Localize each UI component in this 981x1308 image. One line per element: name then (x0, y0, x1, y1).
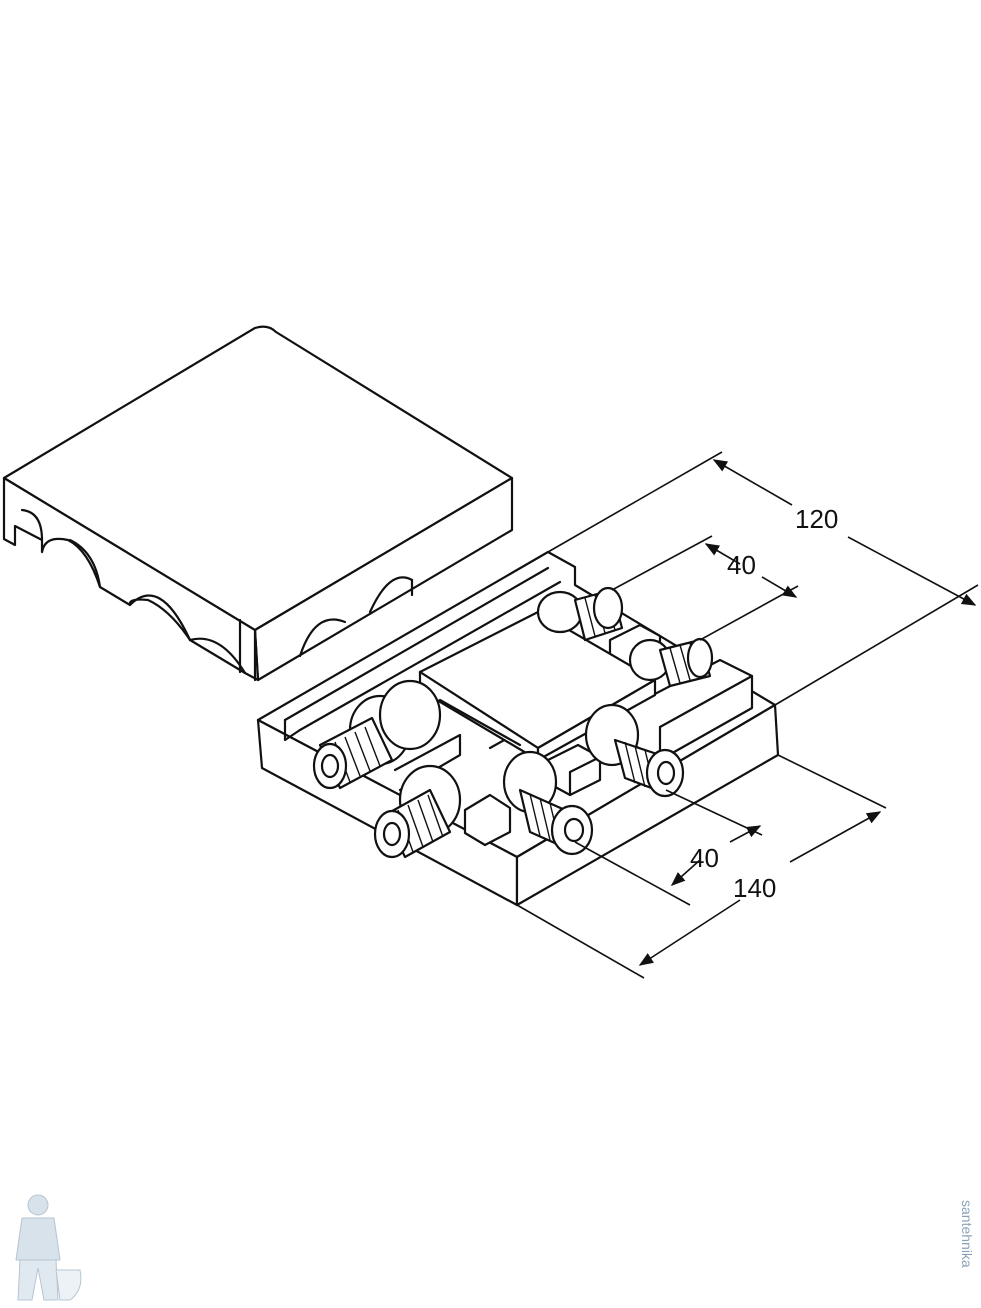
dim-label-40-top: 40 (727, 550, 756, 580)
plumber-logo-icon (15, 1194, 82, 1301)
fitting-front-left (312, 679, 442, 790)
fitting-center-bottom (502, 750, 594, 856)
dimension-lines (516, 451, 979, 979)
dim-label-40-bottom: 40 (690, 843, 719, 873)
fitting-back-right (628, 637, 714, 688)
fitting-back-left (536, 586, 624, 642)
watermark-side-text: santehnika (959, 1200, 975, 1268)
fitting-right-front (584, 703, 685, 798)
dim-label-120: 120 (795, 504, 838, 534)
dim-label-140: 140 (733, 873, 776, 903)
cover-lid (2, 325, 514, 682)
fitting-front-bottom (373, 764, 462, 859)
